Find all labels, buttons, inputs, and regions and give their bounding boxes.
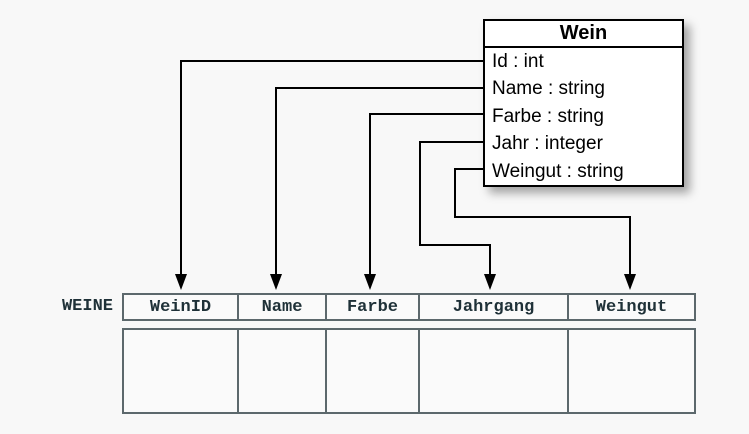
connector-jahr-to-jahrgang — [419, 141, 491, 275]
connector-weingut-to-weingut — [454, 168, 631, 275]
arrowhead-name-icon — [270, 274, 282, 290]
class-box-wein: Wein Id : int Name : string Farbe : stri… — [483, 19, 684, 187]
table-empty-row — [122, 328, 696, 414]
empty-cell-jahrgang — [418, 330, 567, 412]
class-title: Wein — [485, 21, 682, 48]
arrowhead-weinid-icon — [175, 274, 187, 290]
header-cell-name: Name — [237, 295, 325, 319]
class-attribute-name: Name : string — [492, 78, 605, 100]
empty-cell-farbe — [325, 330, 418, 412]
empty-cell-weinid — [124, 330, 237, 412]
empty-cell-weingut — [567, 330, 694, 412]
arrowhead-farbe-icon — [364, 274, 376, 290]
class-attribute-jahr: Jahr : integer — [492, 133, 603, 155]
header-cell-weinid: WeinID — [149, 297, 212, 317]
header-cell-farbe: Farbe — [325, 295, 418, 319]
connector-name-to-name — [275, 87, 483, 275]
class-attribute-id: Id : int — [492, 51, 544, 72]
class-attribute-farbe: Farbe : string — [492, 105, 604, 127]
table-header-row: WeinID Name Farbe Jahrgang Weingut — [122, 293, 696, 321]
class-attribute-weingut: Weingut : string — [492, 160, 624, 182]
table-name-label: WEINE — [61, 297, 113, 316]
header-cell-jahrgang: Jahrgang — [418, 295, 567, 319]
empty-cell-name — [237, 330, 325, 412]
connector-id-to-weinid — [180, 60, 483, 275]
arrowhead-weingut-icon — [624, 274, 636, 290]
connector-farbe-to-farbe — [369, 113, 483, 275]
header-cell-weingut: Weingut — [567, 295, 694, 319]
arrowhead-jahrgang-icon — [484, 274, 496, 290]
